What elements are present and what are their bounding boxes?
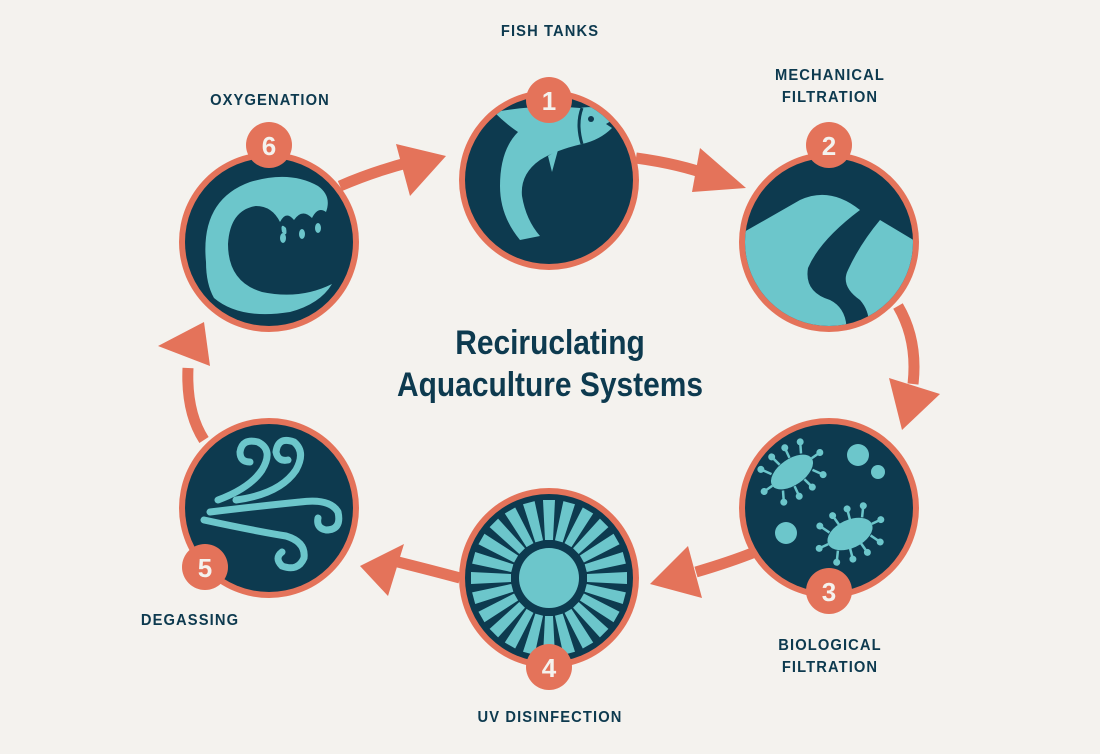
sun-rays-icon (471, 500, 627, 656)
arrow-4-to-5 (360, 544, 462, 596)
step-label-degassing: DEGASSING (140, 612, 240, 629)
step-label-biological-filtration: BIOLOGICAL FILTRATION (747, 635, 913, 679)
wave-icon (205, 176, 332, 315)
step-number-badge: 3 (822, 577, 836, 607)
arrow-5-to-6 (158, 322, 210, 443)
wind-swirl-icon (200, 436, 343, 572)
step-number-badge: 2 (822, 131, 836, 161)
fish-icon (494, 106, 616, 241)
label-line: FILTRATION (781, 89, 879, 106)
step-number-badge: 6 (262, 131, 276, 161)
step-number-badge: 1 (542, 86, 556, 116)
label-line: FILTRATION (781, 659, 879, 676)
title-line-2: Aquaculture Systems (397, 366, 703, 404)
step-4-uv-disinfection: 4 (459, 488, 639, 690)
label-line: BIOLOGICAL (778, 637, 882, 654)
step-5-degassing: 5 (179, 418, 359, 598)
step-3-biological-filtration: 3 (739, 418, 919, 614)
step-label-uv-disinfection: UV DISINFECTION (477, 709, 623, 726)
arrow-1-to-2 (635, 148, 746, 192)
title-line-1: Reciruclating (455, 324, 645, 362)
arrow-6-to-1 (337, 144, 446, 196)
step-6-oxygenation: 6 (179, 122, 359, 332)
step-label-oxygenation: OXYGENATION (210, 92, 330, 109)
arrow-2-to-3 (889, 303, 940, 430)
diagram-title: Reciruclating Aquaculture Systems (374, 322, 726, 406)
step-label-fish-tanks: FISH TANKS (500, 23, 600, 40)
step-number-badge: 4 (542, 653, 557, 683)
step-1-fish-tanks: 1 (459, 77, 639, 270)
step-number-badge: 5 (198, 553, 212, 583)
bacteria-icon (757, 438, 885, 566)
arrow-3-to-4 (650, 546, 758, 598)
step-label-mechanical-filtration: MECHANICAL FILTRATION (747, 65, 913, 109)
label-line: MECHANICAL (775, 67, 885, 84)
